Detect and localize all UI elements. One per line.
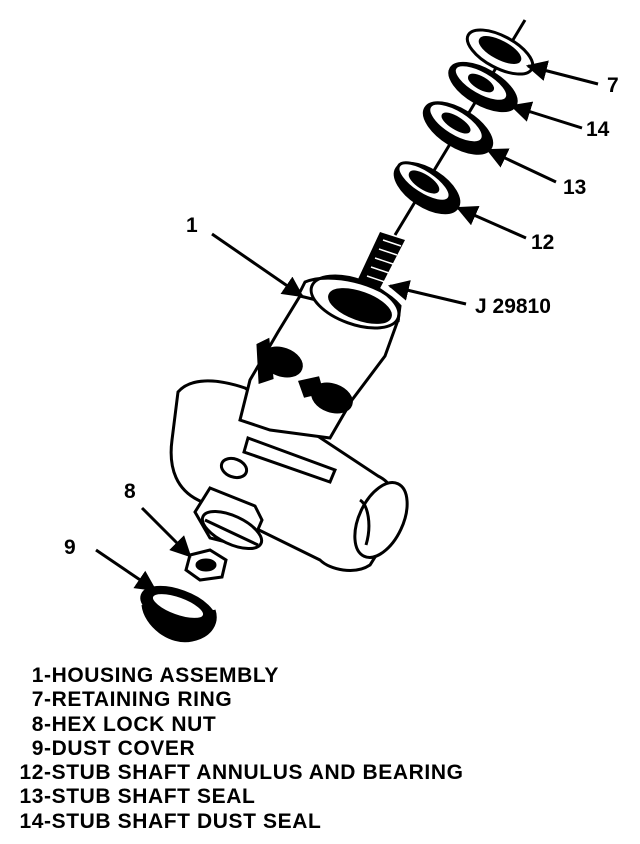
dust-seal-part [448,61,518,113]
legend-item: 1-HOUSING ASSEMBLY [31,664,280,687]
callout-7: 7 [607,74,619,97]
housing-assembly-part [169,274,409,572]
legend-item: 13-STUB SHAFT SEAL [19,785,256,809]
callout-14: 14 [586,118,610,141]
callout-8: 8 [124,480,136,503]
callout-12: 12 [531,231,554,254]
shaft-seal-part [422,101,494,155]
leader-1 [211,232,304,298]
legend-item: 12-STUB SHAFT ANNULUS AND BEARING [19,761,464,785]
legend-item: 9-DUST COVER [31,736,196,760]
callout-1: 1 [186,214,198,237]
legend-item: 14-STUB SHAFT DUST SEAL [19,809,322,833]
annulus-bearing-part [393,161,461,215]
callout-13: 13 [563,176,586,199]
leader-tool [387,280,467,306]
leader-8 [140,506,192,558]
parts-legend: 1-HOUSING ASSEMBLY 7-RETAINING RING 8-HE… [6,664,626,834]
leader-14 [509,101,583,130]
leader-13 [486,148,557,184]
dust-cover-part [140,585,217,643]
leader-7 [525,60,599,86]
hex-lock-nut-part [184,548,228,582]
leader-12 [456,206,527,240]
callout-9: 9 [64,536,76,559]
leader-9 [95,548,157,592]
callout-tool-j29810: J 29810 [475,295,551,318]
legend-item: 7-RETAINING RING [31,688,233,712]
retaining-ring-part [465,28,535,76]
legend-item: 8-HEX LOCK NUT [31,712,217,736]
